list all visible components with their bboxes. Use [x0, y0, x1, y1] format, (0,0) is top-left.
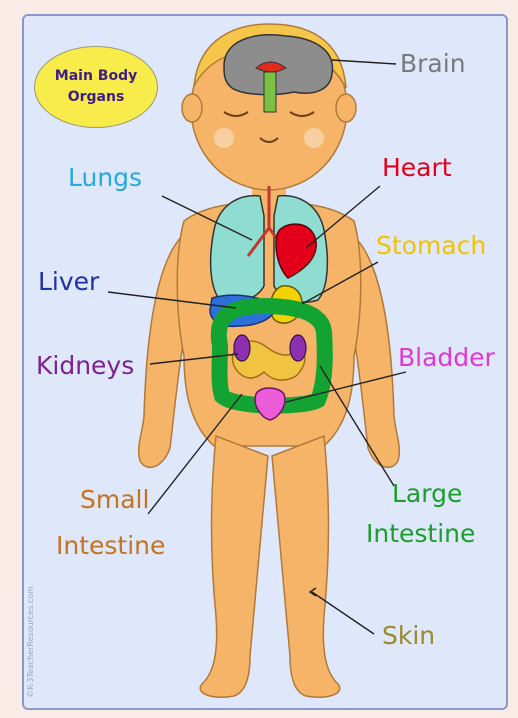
label-small-intestine-line2: Intestine — [56, 532, 165, 560]
label-bladder: Bladder — [398, 344, 495, 372]
label-liver: Liver — [38, 268, 99, 296]
label-lungs: Lungs — [68, 164, 142, 192]
title-line-1: Main Body — [55, 66, 137, 87]
left-kidney — [234, 335, 250, 361]
label-heart: Heart — [382, 154, 452, 182]
left-cheek — [214, 128, 234, 148]
label-large-intestine-line2: Intestine — [366, 520, 475, 548]
title-line-2: Organs — [68, 87, 125, 108]
label-kidneys: Kidneys — [36, 352, 134, 380]
right-cheek — [304, 128, 324, 148]
title-bubble: Main Body Organs — [34, 46, 158, 128]
brain-stem — [264, 72, 276, 112]
label-small-intestine-line1: Small — [80, 486, 149, 514]
label-skin: Skin — [382, 622, 435, 650]
copyright-watermark: ©K-3TeacherResources.com — [26, 586, 35, 698]
label-large-intestine-line1: Large — [392, 480, 462, 508]
label-brain: Brain — [400, 50, 466, 78]
label-stomach: Stomach — [376, 232, 486, 260]
right-kidney — [290, 335, 306, 361]
organ-poster: Main Body Organs Brain Lungs Heart Stoma… — [22, 14, 508, 710]
